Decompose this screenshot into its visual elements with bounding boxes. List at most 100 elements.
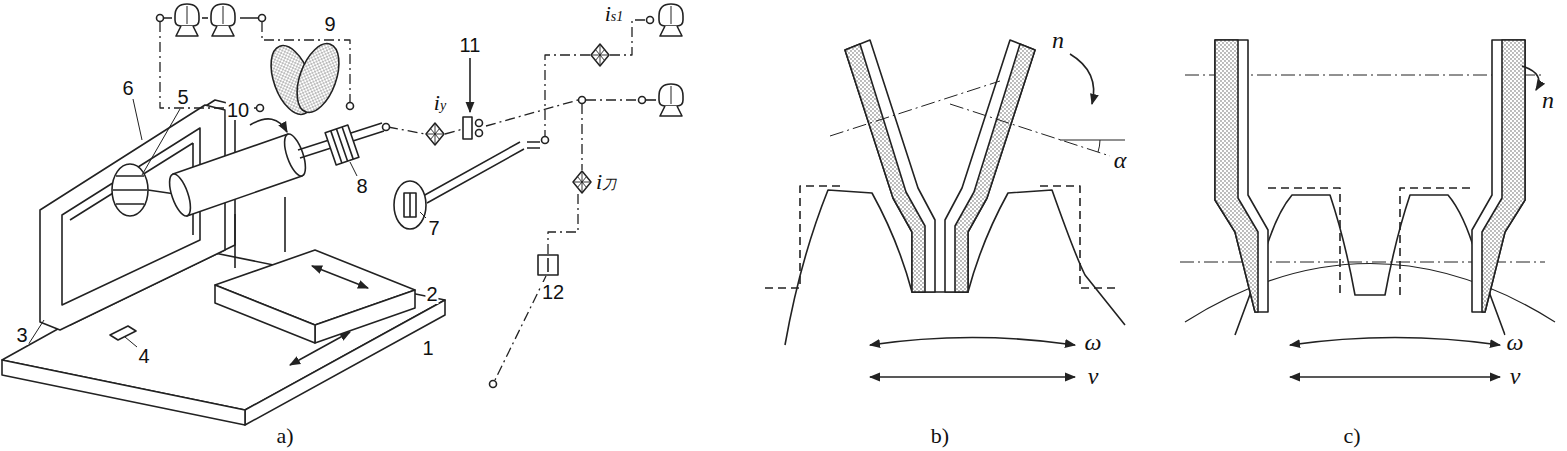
callout-number: 11 bbox=[459, 35, 482, 55]
index-plate bbox=[394, 181, 426, 229]
panel-label: c) bbox=[1342, 425, 1361, 447]
angle-arc bbox=[1098, 140, 1100, 152]
rotation-arrow bbox=[250, 119, 287, 132]
panel-label: b) bbox=[930, 425, 950, 447]
kinematic-chain bbox=[581, 104, 582, 170]
callout-number: 9 bbox=[323, 14, 336, 34]
callout-number: 8 bbox=[355, 176, 368, 196]
rolling-arrow bbox=[1290, 338, 1500, 346]
work-frame bbox=[62, 128, 200, 305]
angle-reference bbox=[1060, 140, 1125, 141]
chain-node bbox=[542, 137, 549, 144]
index-shaft bbox=[527, 142, 540, 148]
axis-line bbox=[830, 81, 1000, 136]
index-plate bbox=[409, 193, 411, 217]
leader-line bbox=[28, 99, 426, 347]
motion-symbol: v bbox=[1087, 364, 1100, 388]
work-frame bbox=[40, 100, 235, 330]
speed-symbol: n bbox=[1051, 28, 1065, 52]
kinematic-chain bbox=[262, 22, 350, 102]
clutch-11 bbox=[476, 130, 483, 137]
slide bbox=[215, 250, 415, 343]
grinding-wheel bbox=[1472, 40, 1525, 312]
slide bbox=[215, 285, 315, 343]
machine-bed bbox=[2, 360, 245, 425]
grinding-wheel bbox=[1215, 40, 1268, 312]
motor-right bbox=[659, 84, 683, 116]
shaft-gear bbox=[325, 125, 359, 165]
blank-outline bbox=[1268, 188, 1472, 295]
ratio-symbol bbox=[426, 123, 444, 145]
kinematic-chain bbox=[586, 99, 638, 100]
traverse-arrow bbox=[870, 376, 1075, 378]
rotation-arrow bbox=[1522, 66, 1539, 90]
motor-pair bbox=[157, 4, 266, 36]
motor-pair bbox=[175, 4, 199, 36]
callout-number: 2 bbox=[425, 284, 438, 304]
leader-line bbox=[142, 109, 180, 175]
workpiece-teeth bbox=[113, 176, 147, 204]
axis-line bbox=[830, 81, 1110, 156]
leader-line bbox=[420, 212, 426, 218]
chain-node bbox=[257, 105, 264, 112]
clutch-11 bbox=[463, 117, 472, 139]
support-block bbox=[235, 197, 285, 268]
workpiece-gear bbox=[112, 164, 148, 216]
ratio-symbol bbox=[573, 171, 591, 193]
kinematic-chain bbox=[160, 22, 256, 108]
grinding-wheel bbox=[1482, 40, 1525, 312]
motor-pair bbox=[211, 4, 235, 36]
work-frame bbox=[40, 105, 225, 330]
speed-symbol: n bbox=[1541, 88, 1555, 112]
kinematic-chain bbox=[388, 127, 425, 134]
gear-profile bbox=[1235, 195, 1505, 335]
rotation-arrow bbox=[1070, 54, 1094, 104]
kinematic-chain bbox=[610, 20, 654, 55]
index-plate bbox=[404, 193, 416, 217]
callout-number: 10 bbox=[226, 100, 250, 120]
leader-line bbox=[28, 320, 44, 345]
kinematic-chain bbox=[548, 194, 578, 254]
motor-right bbox=[659, 4, 683, 36]
callout-number: 12 bbox=[541, 282, 565, 302]
kinematic-chain bbox=[545, 55, 590, 136]
headstock-cylinder bbox=[165, 172, 194, 219]
headstock-cylinder bbox=[280, 132, 309, 179]
switch-12 bbox=[538, 255, 558, 275]
callout-number: 6 bbox=[121, 78, 134, 98]
grinding-wheel bbox=[955, 44, 1035, 292]
leader-arrow bbox=[469, 58, 471, 112]
motor-right bbox=[647, 17, 654, 24]
chain-node bbox=[383, 124, 390, 131]
motor-right bbox=[639, 4, 684, 116]
chain-node bbox=[490, 381, 497, 388]
clutch-11 bbox=[476, 120, 483, 127]
grinding-wheel bbox=[1215, 40, 1525, 312]
cam bbox=[289, 38, 347, 118]
slide-motion-arrow bbox=[312, 266, 368, 288]
motor-pair bbox=[202, 17, 208, 19]
kinematic-chain bbox=[495, 276, 546, 380]
leader-line bbox=[133, 99, 142, 140]
cam bbox=[263, 38, 347, 120]
ratio-symbol bbox=[591, 44, 609, 66]
slide bbox=[315, 290, 415, 343]
shaft-gear bbox=[325, 125, 359, 165]
shaft-gear bbox=[331, 127, 353, 163]
ratio-label: iy bbox=[433, 92, 447, 114]
motor-pair bbox=[157, 15, 164, 22]
stop-wedge bbox=[110, 326, 136, 340]
chain-node bbox=[579, 97, 586, 104]
motion-symbol: ω bbox=[1084, 330, 1103, 354]
grinding-wheel bbox=[845, 40, 1035, 292]
rolling-arrow bbox=[870, 338, 1075, 346]
angle-symbol: α bbox=[1113, 148, 1128, 172]
callout-number: 5 bbox=[176, 87, 189, 107]
kinematic-chain bbox=[445, 129, 463, 134]
blank-outline bbox=[765, 186, 1115, 288]
motor-right bbox=[639, 97, 646, 104]
panel-c bbox=[1180, 40, 1555, 377]
callout-number: 3 bbox=[15, 325, 28, 345]
